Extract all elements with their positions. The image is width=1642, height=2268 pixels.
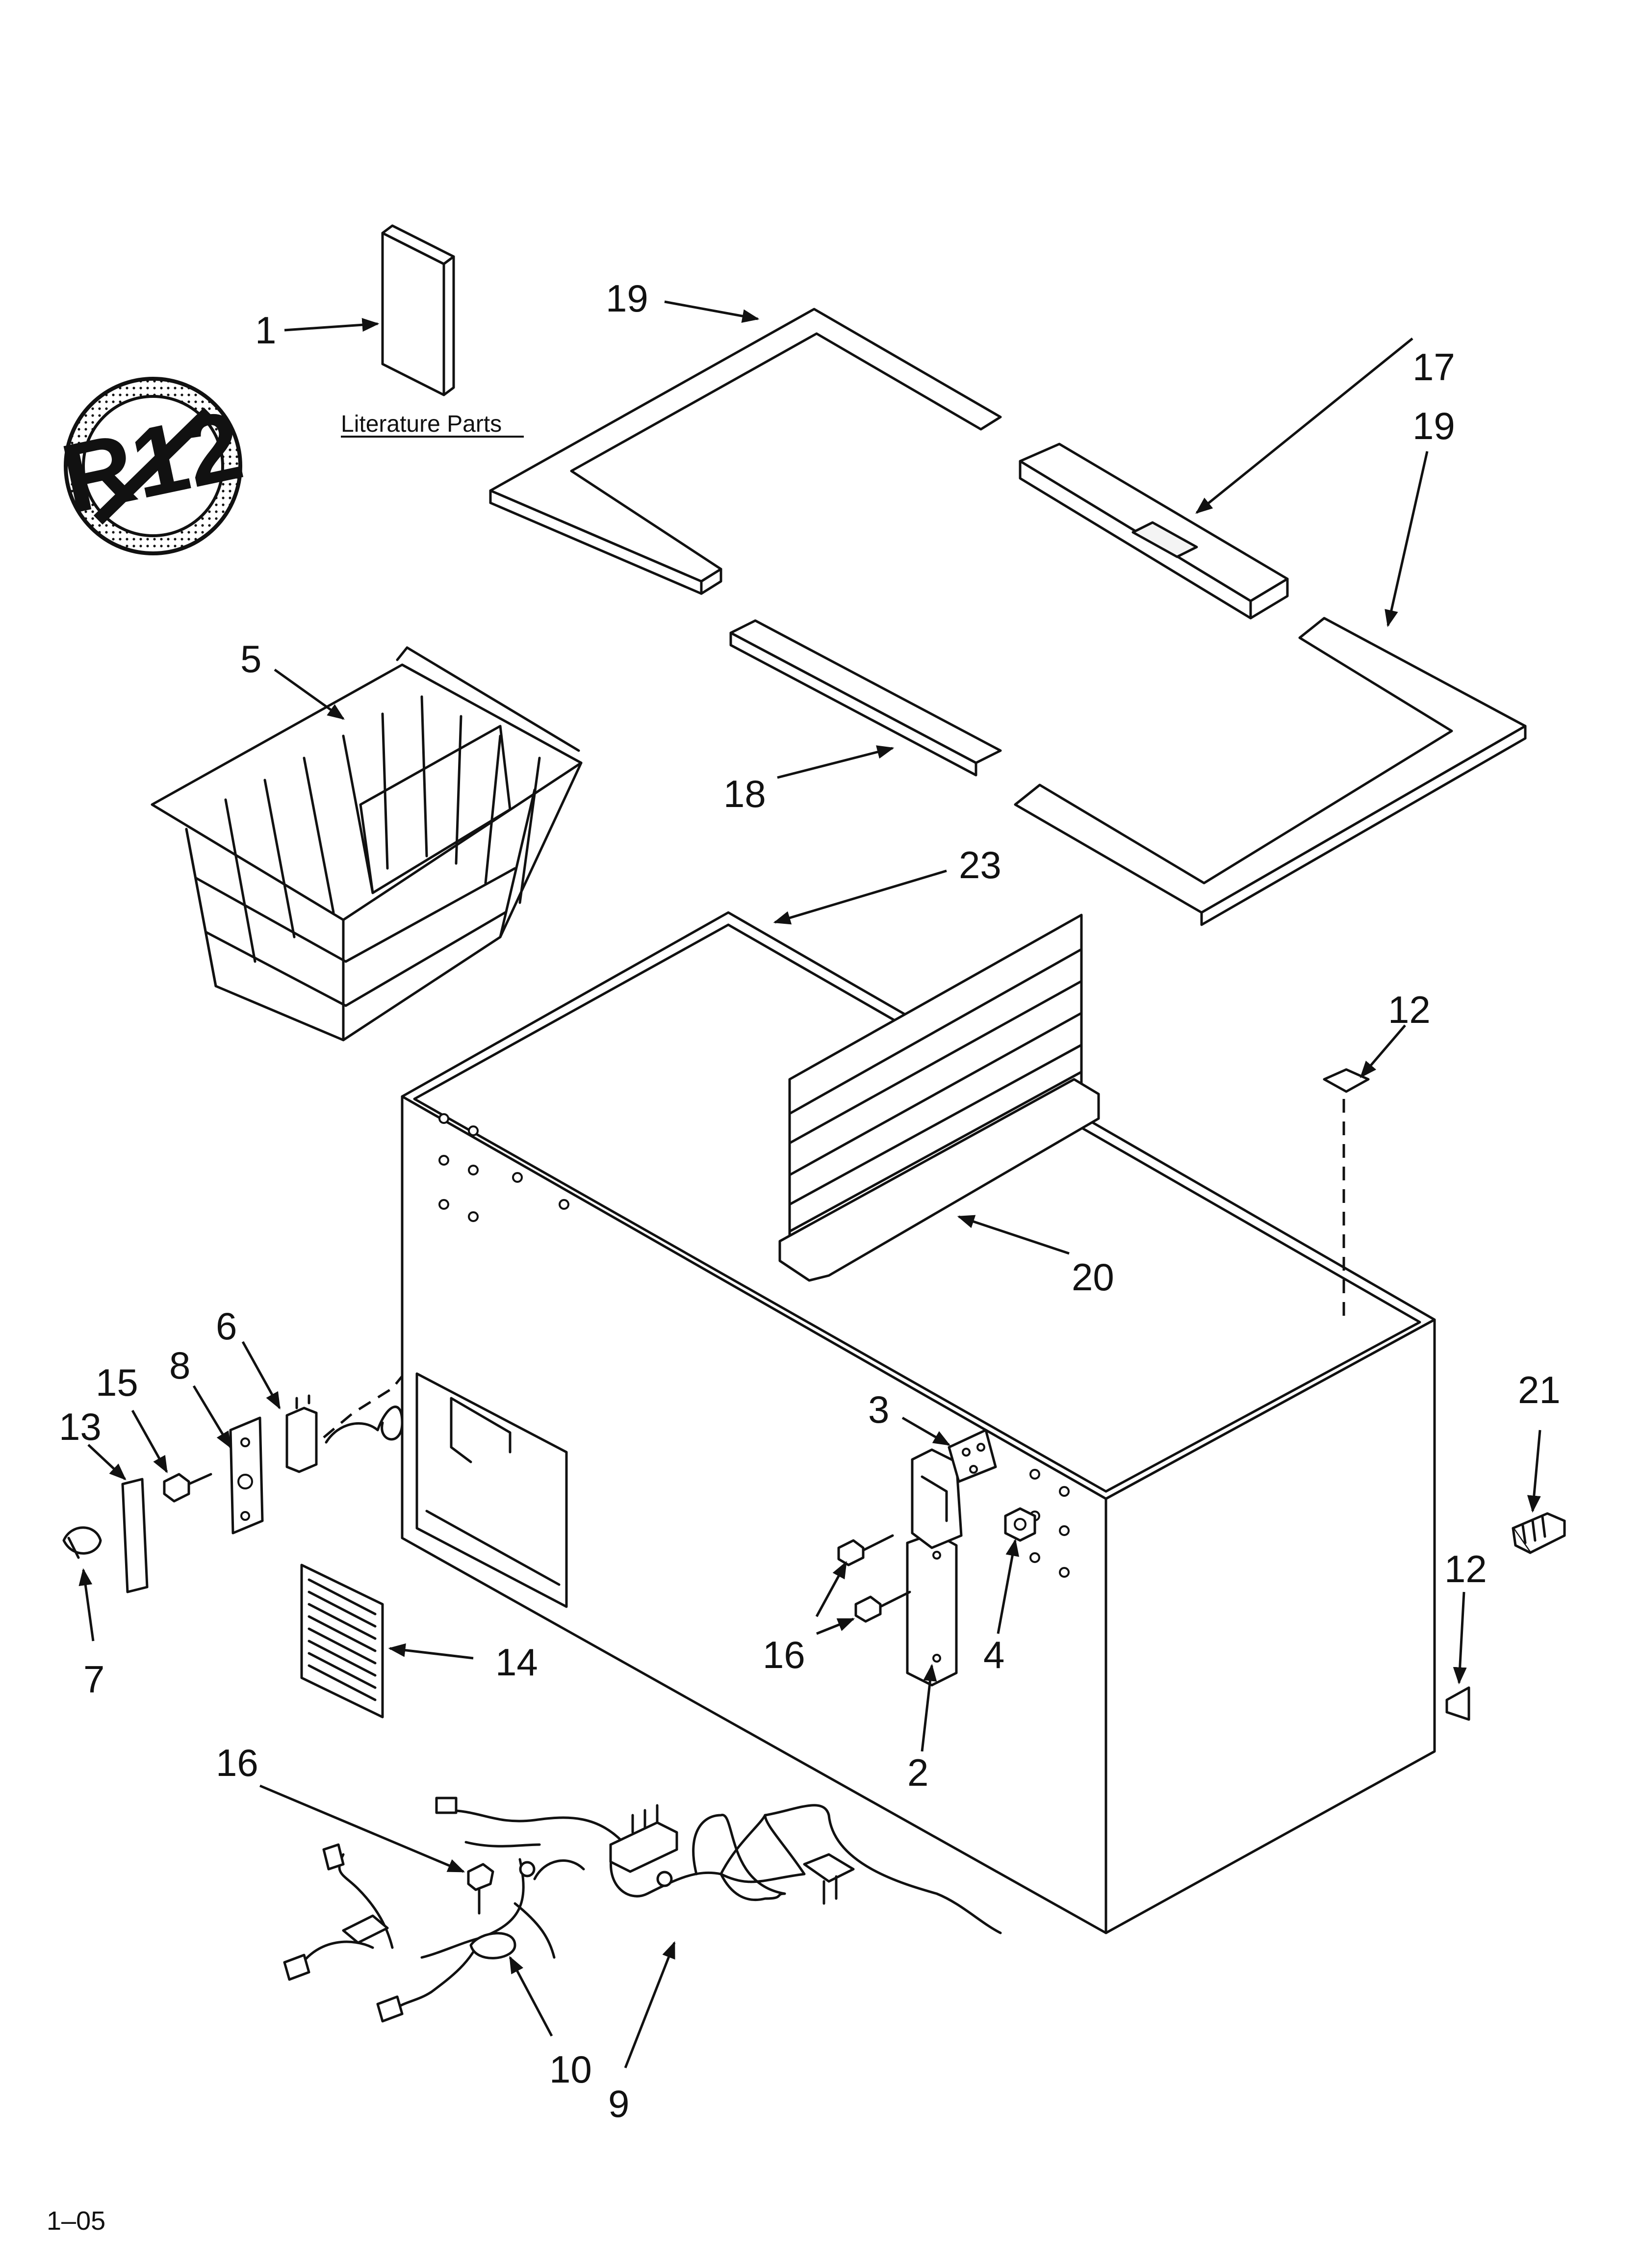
hinge-bracket (948, 1429, 997, 1483)
callout-2: 2 (907, 1751, 928, 1794)
label-side (1445, 1686, 1470, 1721)
callout-16-hinge: 16 (763, 1633, 805, 1676)
callout-21: 21 (1518, 1368, 1561, 1411)
callout-19-right: 19 (1412, 404, 1455, 447)
callout-5: 5 (240, 637, 261, 680)
thermostat-bracket (229, 1416, 264, 1535)
callout-14: 14 (495, 1641, 538, 1684)
grille[interactable] (300, 1564, 384, 1719)
callout-4: 4 (983, 1633, 1004, 1676)
footer-code: 1–05 (47, 2206, 105, 2236)
callout-1: 1 (255, 309, 276, 352)
hinge[interactable] (906, 1448, 963, 1687)
literature-parts: Literature Parts (341, 224, 524, 438)
literature-label: Literature Parts (341, 411, 502, 437)
control-panel-cover (121, 1478, 149, 1593)
callout-6: 6 (216, 1304, 237, 1348)
divider[interactable] (778, 913, 1100, 1282)
callout-3: 3 (868, 1388, 889, 1431)
hinge-nut (1004, 1507, 1036, 1542)
callout-15: 15 (96, 1361, 138, 1404)
label-top (1323, 1068, 1370, 1325)
hinge-screw-lower (854, 1590, 911, 1623)
breaker-strip-right (1014, 617, 1527, 926)
breaker-strip-left (489, 308, 1002, 595)
callout-9: 9 (608, 2082, 629, 2125)
breaker-strip-front[interactable] (1019, 443, 1289, 620)
callout-19-left: 19 (606, 277, 648, 320)
no-r12-badge: R12 (53, 377, 252, 555)
leader-lines (78, 300, 1541, 2068)
callout-16-harness: 16 (216, 1741, 258, 1784)
mounting-screw (163, 1473, 212, 1503)
wire-harness (283, 1797, 1002, 2023)
callout-20: 20 (1072, 1255, 1114, 1299)
callout-13: 13 (59, 1405, 102, 1448)
callout-8: 8 (169, 1344, 190, 1387)
callout-10: 10 (549, 2048, 592, 2091)
callout-23: 23 (959, 843, 1001, 886)
callout-12-bottom: 12 (1444, 1547, 1487, 1590)
callout-17: 17 (1412, 345, 1455, 389)
breaker-strip-back[interactable] (729, 619, 1002, 777)
thermostat-knob[interactable] (62, 1526, 102, 1559)
callout-18: 18 (723, 772, 766, 815)
drain-plug[interactable] (1512, 1512, 1566, 1554)
callout-7: 7 (83, 1658, 104, 1701)
callout-12-top: 12 (1388, 988, 1431, 1031)
hinge-screw-upper (837, 1534, 894, 1566)
freezer-basket[interactable] (151, 646, 583, 1042)
callout-labels: 1 19 17 19 18 5 23 20 12 12 21 3 4 2 16 … (59, 277, 1561, 2125)
thermostat[interactable] (285, 1375, 404, 1473)
